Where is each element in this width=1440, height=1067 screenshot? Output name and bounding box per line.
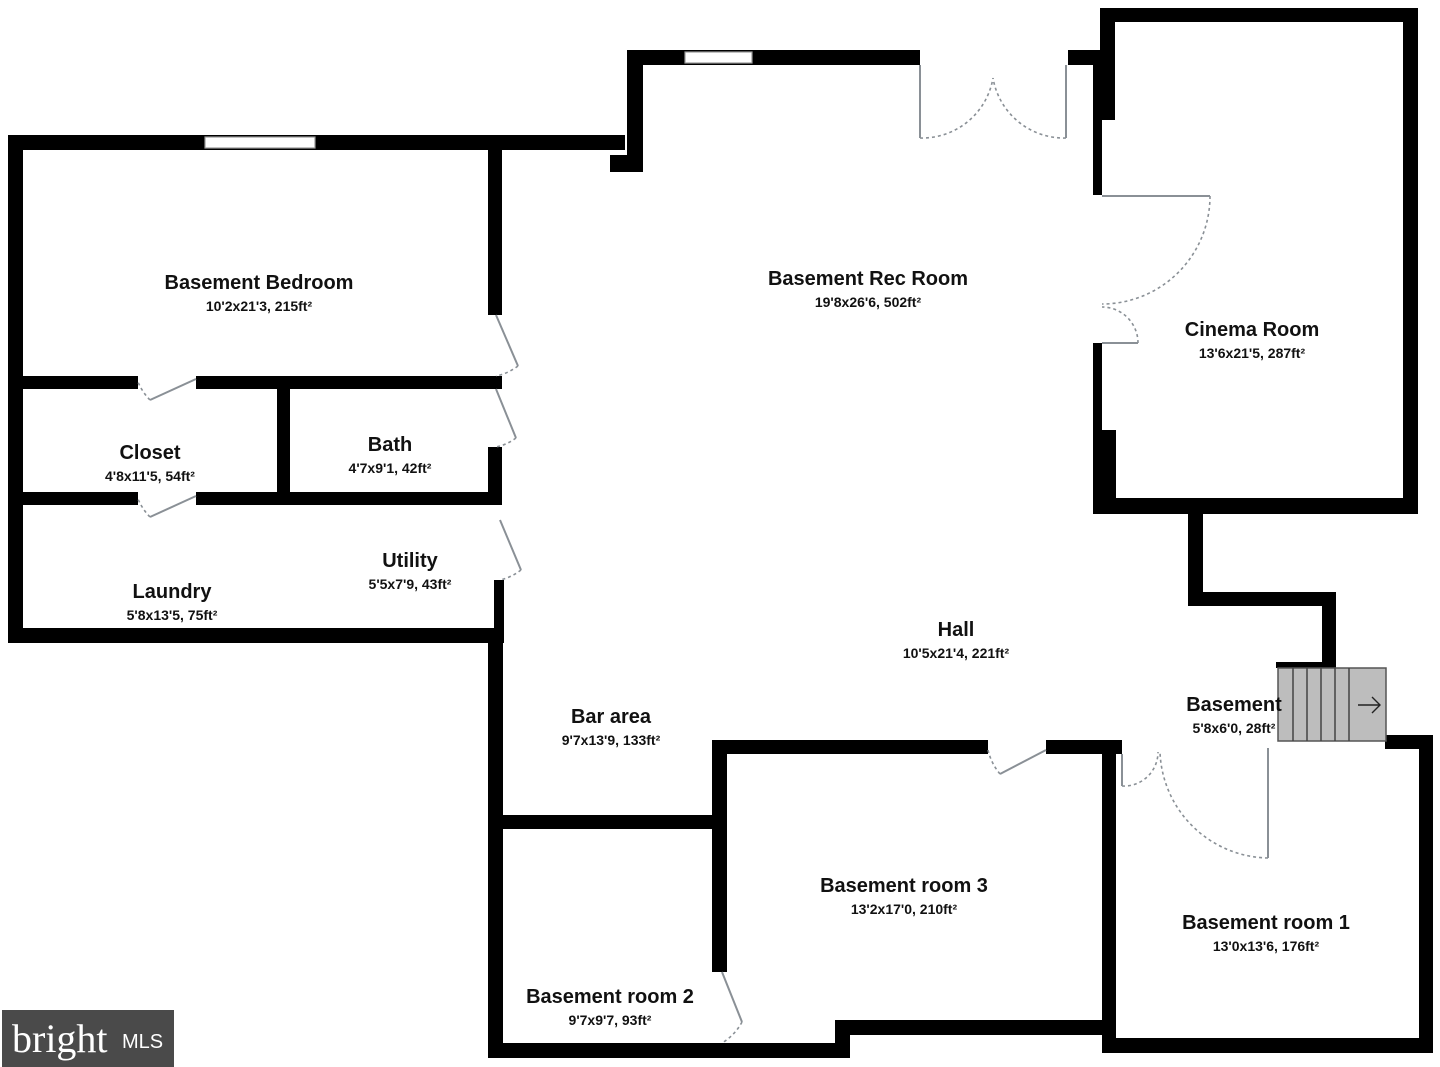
room-1-double-door bbox=[1121, 748, 1269, 859]
room-name-closet: Closet bbox=[119, 442, 180, 464]
room-name-basement-room-1: Basement room 1 bbox=[1182, 912, 1350, 934]
room-dim-basement: 5'8x6'0, 28ft² bbox=[1193, 720, 1276, 736]
room-labels: Basement Bedroom 10'2x21'3, 215ft² Basem… bbox=[105, 268, 1350, 1028]
utility-door bbox=[499, 519, 522, 581]
room-dim-laundry: 5'8x13'5, 75ft² bbox=[127, 607, 218, 623]
staircase bbox=[1277, 667, 1387, 742]
bath-door bbox=[495, 388, 517, 448]
room-dim-cinema-room: 13'6x21'5, 287ft² bbox=[1199, 345, 1306, 361]
stair-arrow-icon bbox=[1358, 696, 1381, 714]
doors bbox=[137, 65, 1269, 1044]
room-name-bath: Bath bbox=[368, 434, 412, 456]
room-dim-hall: 10'5x21'4, 221ft² bbox=[903, 645, 1010, 661]
room-dim-basement-rec-room: 19'8x26'6, 502ft² bbox=[815, 294, 922, 310]
room-name-basement-room-3: Basement room 3 bbox=[820, 875, 988, 897]
closet-door-top bbox=[137, 378, 197, 401]
room-dim-bath: 4'7x9'1, 42ft² bbox=[349, 460, 432, 476]
room-dim-basement-room-1: 13'0x13'6, 176ft² bbox=[1213, 938, 1320, 954]
room-dim-utility: 5'5x7'9, 43ft² bbox=[369, 576, 452, 592]
room-name-utility: Utility bbox=[382, 550, 438, 572]
bright-mls-logo: bright MLS bbox=[2, 1010, 174, 1067]
rec-room-double-door bbox=[919, 65, 1067, 139]
windows bbox=[204, 51, 753, 149]
closet-door-bottom bbox=[137, 495, 197, 518]
room-2-door bbox=[721, 971, 743, 1044]
room-name-hall: Hall bbox=[938, 619, 975, 641]
room-name-laundry: Laundry bbox=[133, 581, 213, 603]
room-name-bar-area: Bar area bbox=[571, 706, 652, 728]
cinema-door bbox=[1101, 195, 1211, 344]
room-name-cinema-room: Cinema Room bbox=[1185, 319, 1319, 341]
room-dim-basement-room-3: 13'2x17'0, 210ft² bbox=[851, 901, 958, 917]
logo-brand-text: bright bbox=[12, 1016, 108, 1061]
bedroom-window bbox=[204, 136, 316, 149]
rec-room-window bbox=[684, 51, 753, 64]
room-name-basement-room-2: Basement room 2 bbox=[526, 986, 694, 1008]
bedroom-door bbox=[495, 314, 519, 377]
room-dim-bar-area: 9'7x13'9, 133ft² bbox=[562, 732, 661, 748]
walls bbox=[8, 8, 1433, 1058]
room-name-basement-rec-room: Basement Rec Room bbox=[768, 268, 968, 290]
room-name-basement: Basement bbox=[1186, 694, 1282, 716]
room-3-door bbox=[987, 749, 1047, 775]
room-dim-closet: 4'8x11'5, 54ft² bbox=[105, 468, 195, 484]
room-dim-basement-bedroom: 10'2x21'3, 215ft² bbox=[206, 298, 313, 314]
logo-mls-text: MLS bbox=[122, 1031, 163, 1053]
room-dim-basement-room-2: 9'7x9'7, 93ft² bbox=[569, 1012, 652, 1028]
room-name-basement-bedroom: Basement Bedroom bbox=[165, 272, 354, 294]
